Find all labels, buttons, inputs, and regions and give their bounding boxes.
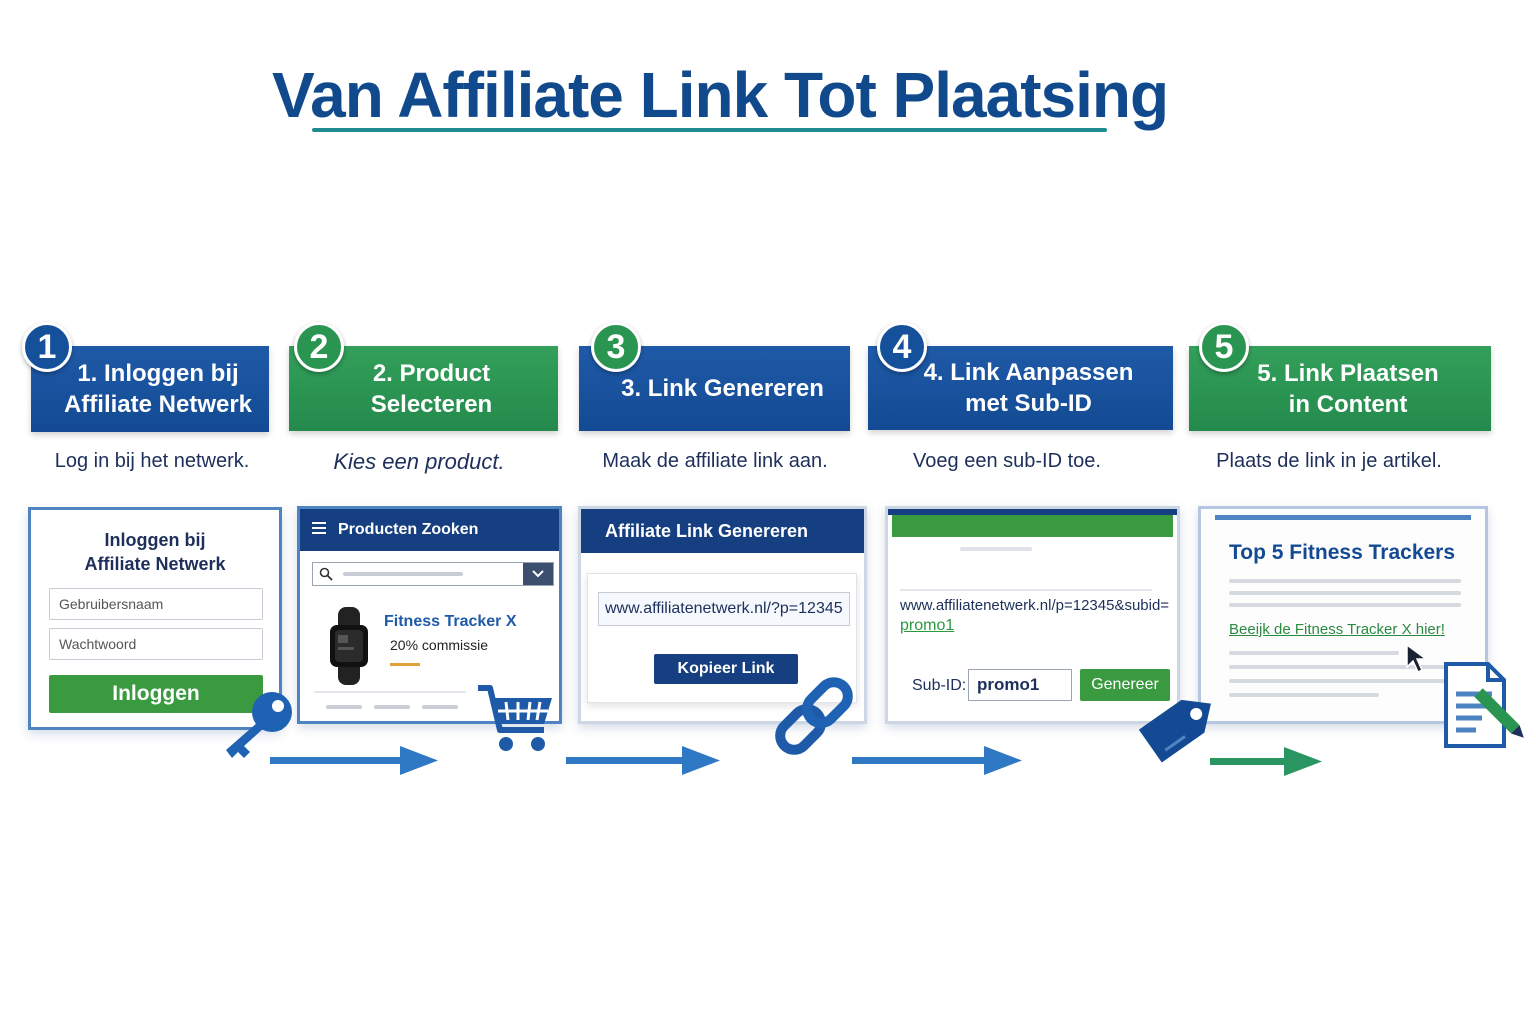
login-panel: Inloggen bij Affiliate Netwerk Gebruiber… [28, 507, 282, 730]
step-5-header-line1: 5. Link Plaatsen [1257, 359, 1439, 387]
product-divider [314, 691, 466, 693]
product-line-3 [422, 705, 458, 709]
product-name[interactable]: Fitness Tracker X [384, 613, 517, 630]
subid-panel-top-bar [888, 509, 1177, 515]
title-underline [312, 128, 1107, 132]
cursor-icon [1405, 643, 1431, 680]
arrow-3-to-4 [852, 746, 1022, 775]
step-3-caption: Maak de affiliate link aan. [602, 450, 828, 472]
generate-panel-header: Affiliate Link Genereren [581, 509, 864, 553]
product-panel-header: Producten Zooken [300, 509, 559, 551]
product-search-bar[interactable] [312, 562, 554, 586]
search-icon [319, 567, 333, 586]
step-4-header-line1: 4. Link Aanpassen [923, 359, 1134, 386]
shopping-cart-icon [476, 684, 558, 761]
key-icon [214, 688, 298, 769]
generate-panel: Affiliate Link Genereren www.affiliatene… [578, 506, 867, 724]
page-title: Van Affiliate Link Tot Plaatsing [271, 59, 1169, 131]
subid-panel-green-bar [892, 515, 1173, 537]
login-title-line2: Affiliate Netwerk [84, 554, 226, 574]
step-1-header-line1: 1. Inloggen bij [77, 360, 239, 387]
chevron-down-icon[interactable] [523, 563, 553, 585]
step-4-header-line2: met Sub-ID [965, 390, 1092, 417]
subid-panel: www.affiliatenetwerk.nl/p=12345&subid= p… [885, 506, 1180, 724]
login-button[interactable]: Inloggen [49, 675, 263, 713]
article-title: Top 5 Fitness Trackers [1229, 541, 1456, 564]
login-panel-title: Inloggen bij Affiliate Netwerk [31, 528, 279, 576]
search-placeholder-line [343, 572, 463, 576]
product-line-1 [326, 705, 362, 709]
subid-label: Sub-ID: [912, 677, 967, 694]
step-3-badge: 3 [591, 322, 641, 372]
content-panel: Top 5 Fitness Trackers Beeijk de Fitness… [1198, 506, 1488, 724]
step-2-header-line2: Selecteren [370, 390, 493, 418]
tag-icon [1134, 684, 1224, 773]
chain-link-icon [770, 676, 858, 761]
step-2-badge: 2 [294, 322, 344, 372]
step-5-badge: 5 [1199, 322, 1249, 372]
login-title-line1: Inloggen bij [104, 530, 206, 550]
article-line-5 [1229, 665, 1461, 669]
subid-line-2 [900, 589, 1152, 591]
article-line-4 [1229, 651, 1399, 655]
article-line-6 [1229, 679, 1461, 683]
username-field[interactable]: Gebruibersnaam [49, 588, 263, 620]
step-2-header-line1: 2. Product [372, 359, 491, 387]
product-panel: Producten Zooken Fitness Tracker X 20% c… [297, 506, 562, 724]
article-line-2 [1229, 591, 1461, 595]
generated-url-field[interactable]: www.affiliatenetwerk.nl/?p=12345 [598, 592, 850, 626]
step-1-badge: 1 [22, 322, 72, 372]
step-2-caption: Kies een product. [333, 449, 505, 474]
step-4-badge: 4 [877, 322, 927, 372]
generate-button[interactable]: Genereer [1080, 669, 1170, 701]
content-panel-top-bar [1215, 515, 1471, 520]
commission-underline [390, 663, 420, 666]
arrow-4-to-5 [1210, 747, 1322, 776]
subid-url-line2[interactable]: promo1 [900, 617, 955, 634]
fitness-tracker-image [324, 607, 374, 690]
article-line-1 [1229, 579, 1461, 583]
subid-url-line1: www.affiliatenetwerk.nl/p=12345&subid= [900, 597, 1170, 614]
step-3-header-line1: 3. Link Genereren [621, 375, 824, 402]
step-5-header-line2: in Content [1288, 390, 1408, 418]
article-line-3 [1229, 603, 1461, 607]
product-panel-header-label: Producten Zooken [338, 521, 479, 538]
generate-inner-card: www.affiliatenetwerk.nl/?p=12345 Kopieer… [587, 573, 857, 703]
copy-link-button[interactable]: Kopieer Link [654, 654, 798, 684]
product-line-2 [374, 705, 410, 709]
arrow-1-to-2 [270, 746, 438, 775]
step-4-caption: Voeg een sub-ID toe. [913, 450, 1101, 472]
subid-line-1 [960, 547, 1032, 551]
document-pen-icon [1442, 660, 1528, 755]
subid-input[interactable]: promo1 [968, 669, 1072, 701]
password-field[interactable]: Wachtwoord [49, 628, 263, 660]
step-1-header-line2: Affiliate Netwerk [63, 391, 253, 418]
step-5-caption: Plaats de link in je artikel. [1216, 450, 1442, 472]
menu-icon[interactable] [312, 521, 326, 539]
article-affiliate-link[interactable]: Beeijk de Fitness Tracker X hier! [1229, 621, 1445, 638]
arrow-2-to-3 [566, 746, 720, 775]
step-1-caption: Log in bij het netwerk. [54, 450, 250, 472]
article-line-7 [1229, 693, 1379, 697]
product-commission: 20% commissie [390, 637, 489, 653]
